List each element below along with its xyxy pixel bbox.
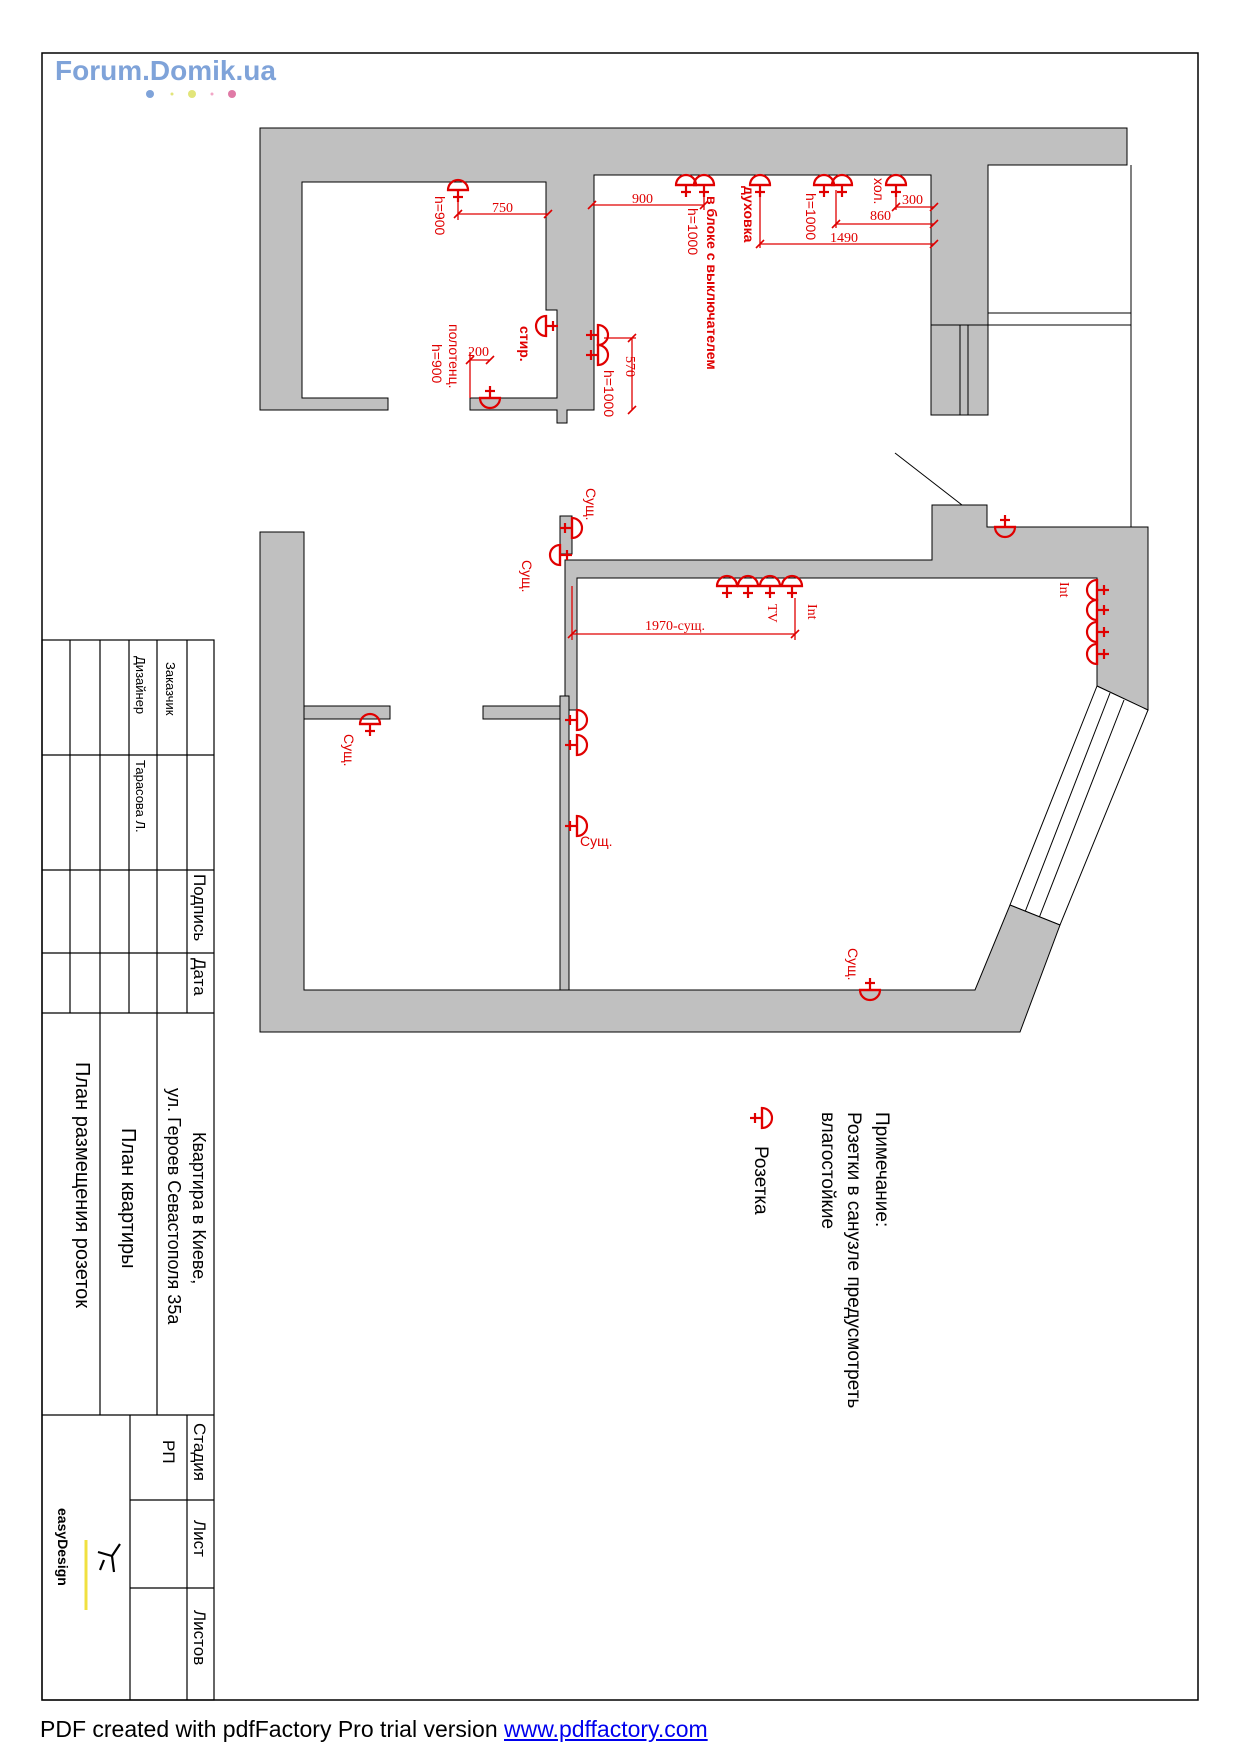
note-line2: влагостойкие: [817, 1112, 838, 1229]
door-swing: [894, 452, 963, 506]
watermark: Forum.Domik.ua: [55, 55, 276, 98]
label-towel: полотенц.: [446, 324, 462, 389]
label-existing: Сущ.: [583, 488, 599, 521]
legend-outlet-label: Розетка: [750, 1146, 771, 1215]
notes: Примечание: Розетки в санузле предусмотр…: [748, 1105, 892, 1408]
outlet-symbol: [735, 574, 761, 600]
walls: [259, 127, 1149, 1033]
signature-label: Подпись: [190, 874, 209, 941]
wall-stub: [559, 515, 573, 555]
watermark-dot: [188, 90, 196, 98]
watermark-dot: [146, 90, 154, 98]
label-h900: h=900: [432, 196, 448, 236]
dim-200: 200: [468, 345, 489, 360]
label-existing: Сущ.: [341, 734, 357, 767]
stage-label: Стадия: [190, 1423, 209, 1481]
wall-partition-vertical: [559, 695, 570, 991]
logo-text: easyDesign: [55, 1508, 71, 1586]
customer-label: Заказчик: [163, 662, 178, 716]
outlet-symbol: [779, 574, 805, 600]
outlet-symbol: [714, 574, 740, 600]
label-internet: Int: [804, 604, 819, 620]
label-h900: h=900: [429, 344, 445, 384]
footer-text: PDF created with pdfFactory Pro trial ve…: [40, 1716, 504, 1742]
dim-900: 900: [632, 192, 653, 207]
label-existing: Сущ.: [845, 948, 861, 981]
label-existing: Сущ.: [519, 560, 535, 593]
dim-750: 750: [492, 201, 513, 216]
drawing-title: План размещения розеток: [71, 1062, 93, 1308]
sheet-title: План квартиры: [117, 1128, 139, 1269]
dim-1970: 1970-сущ.: [645, 619, 705, 634]
label-existing: Сущ.: [580, 833, 613, 849]
stage-value: РП: [159, 1440, 178, 1464]
outlet-symbol: [757, 574, 783, 600]
outlet-symbol: [445, 178, 471, 204]
wall-middle: [564, 504, 1149, 711]
date-label: Дата: [190, 958, 209, 996]
footer-link[interactable]: www.pdffactory.com: [504, 1716, 708, 1742]
sheet-label: Лист: [190, 1520, 209, 1557]
pdf-footer: PDF created with pdfFactory Pro trial ve…: [40, 1716, 708, 1743]
dim-300: 300: [902, 193, 923, 208]
designer-name: Тарасова Л.: [133, 760, 148, 833]
bay-window: [1009, 685, 1149, 926]
label-tv: TV: [764, 604, 779, 623]
label-h1000: h=1000: [803, 193, 819, 240]
designer-label: Дизайнер: [133, 656, 148, 714]
note-line1: Розетки в санузле предусмотреть: [843, 1112, 864, 1408]
dim-860: 860: [870, 209, 891, 224]
dim-570: 570: [622, 356, 637, 377]
dim-1490: 1490: [830, 231, 858, 246]
label-washer: стир.: [517, 326, 533, 362]
wall-partition-left: [303, 705, 391, 720]
wall-top-block: [259, 127, 1128, 424]
watermark-text: Forum.Domik.ua: [55, 55, 276, 86]
wall-partition-right: [482, 705, 564, 720]
outlet-symbol: [829, 173, 855, 199]
wall-bottom-block: [259, 531, 1061, 1033]
outlet-symbol: [534, 313, 560, 339]
label-oven: духовка: [741, 186, 757, 243]
legend-outlet-icon: [748, 1105, 774, 1131]
note-title: Примечание:: [871, 1112, 892, 1227]
dimensions: [453, 190, 939, 640]
sheets-label: Листов: [190, 1610, 209, 1665]
project-line2: ул. Героев Севастополя 35а: [164, 1088, 184, 1325]
title-block: [41, 639, 215, 1701]
watermark-dot: [228, 90, 236, 98]
label-h1000: h=1000: [685, 208, 701, 255]
easydesign-logo: easyDesign: [55, 1508, 121, 1610]
label-h1000: h=1000: [601, 370, 617, 417]
outlets: [357, 173, 1111, 1002]
label-internet: Int: [1056, 582, 1071, 598]
label-block-switch: в блоке с выключателем: [704, 196, 720, 370]
label-fridge: хол.: [871, 178, 887, 204]
project-line1: Квартира в Киеве,: [189, 1132, 209, 1284]
